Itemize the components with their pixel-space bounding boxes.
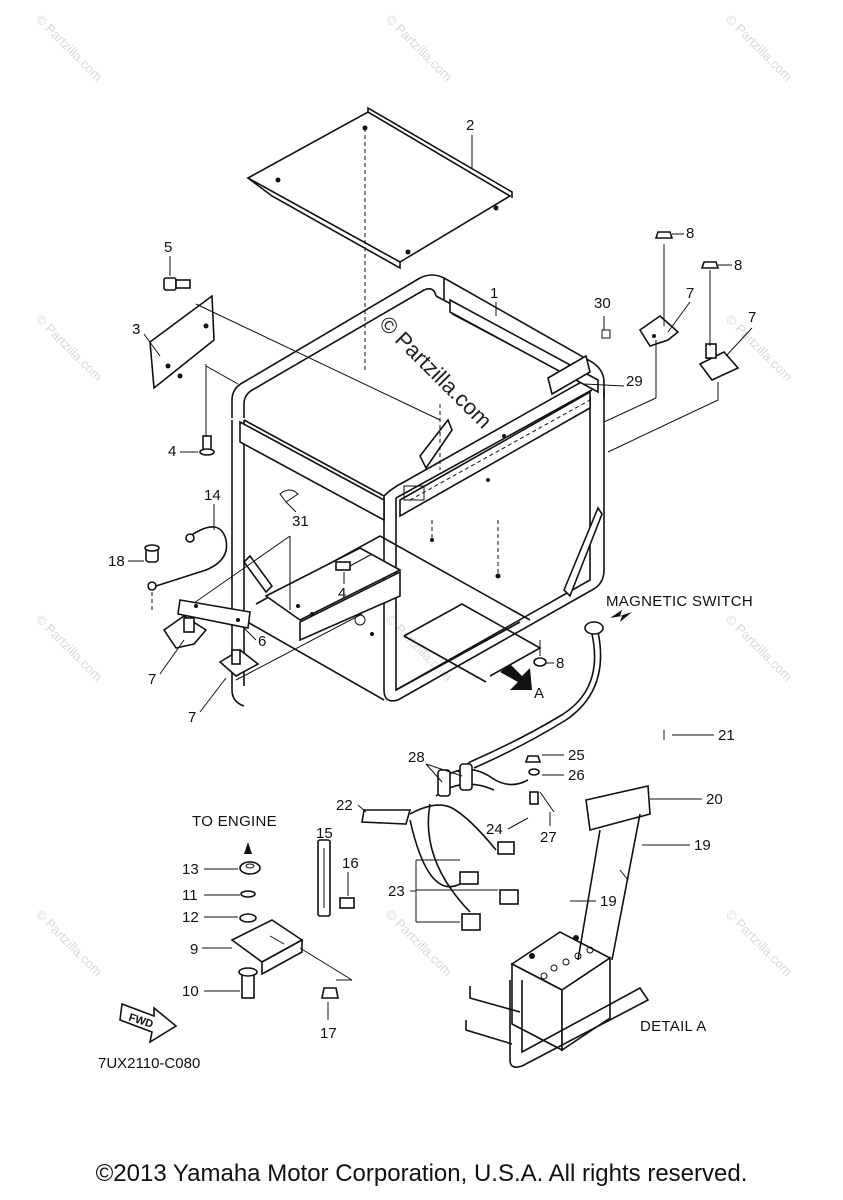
watermark: © Partzilla.com <box>33 12 106 85</box>
callout-26: 26 <box>568 767 585 784</box>
callout-8c: 8 <box>556 655 564 672</box>
view-a-label: A <box>534 685 544 702</box>
callout-8a: 8 <box>686 225 694 242</box>
callout-7a: 7 <box>686 285 694 302</box>
callout-19b: 19 <box>600 893 617 910</box>
callout-4: 4 <box>168 443 176 460</box>
part-31 <box>279 489 299 513</box>
bolt-4-upper <box>199 435 215 456</box>
watermark: © Partzilla.com <box>723 12 796 85</box>
callout-10: 10 <box>182 983 199 1000</box>
watermark: © Partzilla.com <box>33 312 106 385</box>
callouts: 1 2 3 4 4 5 6 7 7 7 7 8 8 8 9 10 11 12 <box>108 117 756 1042</box>
callout-13: 13 <box>182 861 199 878</box>
callout-3: 3 <box>132 321 140 338</box>
callout-21: 21 <box>718 727 735 744</box>
callout-23: 23 <box>388 883 405 900</box>
callout-8b: 8 <box>734 257 742 274</box>
watermark-center: © Partzilla.com <box>374 311 497 434</box>
callout-20: 20 <box>706 791 723 808</box>
callout-4b: 4 <box>338 585 346 602</box>
callout-7b: 7 <box>748 309 756 326</box>
callout-12: 12 <box>182 909 199 926</box>
bolt-4-lower <box>335 553 373 571</box>
callout-24: 24 <box>486 821 503 838</box>
watermark: © Partzilla.com <box>383 907 456 980</box>
callout-6: 6 <box>258 633 266 650</box>
watermark: © Partzilla.com <box>383 12 456 85</box>
watermark: © Partzilla.com <box>723 907 796 980</box>
fwd-arrow: FWD <box>119 1002 178 1044</box>
callout-29: 29 <box>626 373 643 390</box>
callout-16: 16 <box>342 855 359 872</box>
mount-lower-left <box>162 535 363 681</box>
callout-27: 27 <box>540 829 557 846</box>
copyright-notice: ©2013 Yamaha Motor Corporation, U.S.A. A… <box>95 1160 748 1187</box>
watermark: © Partzilla.com <box>33 907 106 980</box>
engine-bracket <box>230 839 355 999</box>
magnetic-switch-cable <box>457 610 632 773</box>
battery-cables <box>361 763 529 931</box>
grommet-8-lower <box>533 640 547 667</box>
side-panel <box>149 294 441 436</box>
callout-5: 5 <box>164 239 172 256</box>
mount-upper-right <box>603 231 740 453</box>
callout-7d: 7 <box>188 709 196 726</box>
caption-labels: MAGNETIC SWITCH TO ENGINE DETAIL A A 7UX… <box>98 593 753 1072</box>
callout-28: 28 <box>408 749 425 766</box>
callout-25: 25 <box>568 747 585 764</box>
main-frame <box>231 274 605 707</box>
watermark: © Partzilla.com <box>33 612 106 685</box>
magnetic-switch-label: MAGNETIC SWITCH <box>606 593 753 610</box>
to-engine-label: TO ENGINE <box>192 813 277 830</box>
callout-18: 18 <box>108 553 125 570</box>
callout-30: 30 <box>594 295 611 312</box>
diagram-code: 7UX2110-C080 <box>98 1055 200 1072</box>
callout-2: 2 <box>466 117 474 134</box>
watermark: © Partzilla.com <box>723 612 796 685</box>
callout-22: 22 <box>336 797 353 814</box>
callout-1: 1 <box>490 285 498 302</box>
ground-cable <box>144 526 228 612</box>
battery-detail-a <box>465 730 665 1068</box>
callout-15: 15 <box>316 825 333 842</box>
callout-19a: 19 <box>694 837 711 854</box>
callout-31: 31 <box>292 513 309 530</box>
view-arrow-a <box>500 664 532 690</box>
callout-17: 17 <box>320 1025 337 1042</box>
callout-11: 11 <box>182 887 198 904</box>
part-29-30 <box>547 316 611 396</box>
callout-7c: 7 <box>148 671 156 688</box>
terminal-hardware <box>524 755 555 813</box>
top-panel <box>246 106 513 370</box>
callout-9: 9 <box>190 941 198 958</box>
detail-a-label: DETAIL A <box>640 1018 707 1035</box>
callout-14: 14 <box>204 487 221 504</box>
bolt-5 <box>163 277 191 291</box>
